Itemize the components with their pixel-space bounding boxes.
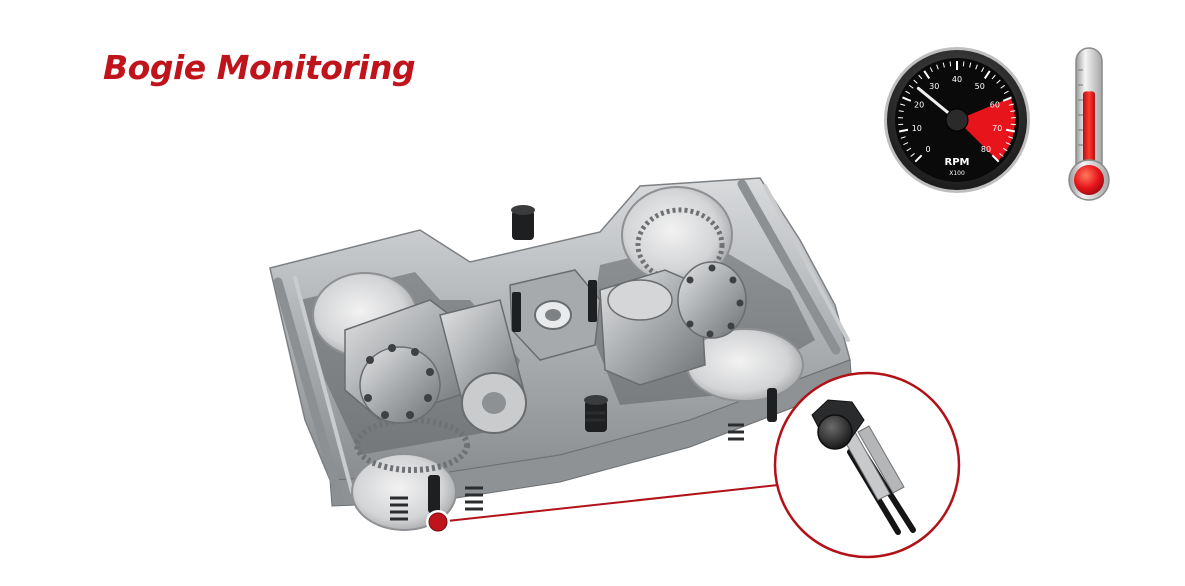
gauge-tick	[942, 62, 945, 68]
gauge-tick	[903, 142, 909, 146]
gauge-tick-label: 30	[929, 82, 939, 91]
gauge-tick	[905, 90, 911, 95]
gauge-tick	[991, 74, 996, 80]
gauge-tick	[999, 153, 1004, 157]
gauge-tick-label: 10	[912, 124, 922, 133]
gauge-tick	[1005, 128, 1016, 133]
gauge-tick-label: 50	[975, 82, 985, 91]
thermometer-fluid	[1083, 91, 1095, 172]
gauge-tick	[898, 128, 909, 133]
gauge-tick	[914, 154, 923, 163]
gauge-tick	[936, 64, 939, 70]
gauge-tick	[996, 79, 1001, 84]
rpm-gauge: 0 10 20 30 40 50 60 70 80 RPM X100	[884, 47, 1030, 193]
gauge-tick	[981, 67, 985, 73]
gauge-tick-label: 70	[992, 124, 1002, 133]
gauge-tick	[913, 79, 918, 84]
bogie-illustration	[269, 177, 853, 531]
gauge-tick	[969, 62, 972, 68]
gauge-rpm-label: RPM	[945, 157, 970, 168]
sensor-callout	[426, 484, 779, 534]
gauge-tick	[898, 110, 904, 113]
gauge-tick-label: 20	[914, 100, 924, 109]
gauge-tick	[910, 153, 915, 157]
gauge-tick	[1002, 96, 1012, 102]
gauge-tick	[923, 70, 931, 79]
sensor-marker[interactable]	[428, 512, 448, 532]
gauge-tick	[900, 136, 906, 139]
gauge-tick-label: 60	[990, 100, 1000, 109]
gauge-tick	[906, 147, 912, 152]
gauge-tick	[918, 74, 923, 80]
gauge-tick	[908, 84, 914, 89]
gauge-tick	[900, 103, 906, 106]
sensor-zoom-view	[773, 371, 961, 559]
gauge-tick	[1000, 84, 1006, 89]
gauge-tick-label: 40	[952, 75, 962, 84]
gauge-tick-label: 80	[981, 145, 991, 154]
gauge-tick	[949, 61, 952, 67]
gauge-tick	[1005, 142, 1011, 146]
thermometer-icon	[1068, 47, 1110, 201]
gauge-tick	[962, 61, 965, 67]
gauge-tick	[1003, 90, 1009, 95]
gauge-tick	[991, 154, 1000, 163]
gauge-tick	[1008, 103, 1014, 106]
gauge-tick	[929, 67, 933, 73]
gauge-tick	[1008, 136, 1014, 139]
gauge-tick-label: 0	[925, 145, 930, 154]
gauge-redline-zone	[957, 97, 1016, 162]
gauge-tick	[983, 70, 991, 79]
gauge-tick	[902, 96, 912, 102]
page-title: Bogie Monitoring	[103, 48, 416, 87]
gauge-tick	[975, 64, 978, 70]
speed-sensor-icon	[811, 399, 916, 535]
gauge-tick	[1010, 110, 1016, 113]
gauge-tick	[1002, 147, 1008, 152]
gauge-multiplier-label: X100	[949, 170, 965, 177]
